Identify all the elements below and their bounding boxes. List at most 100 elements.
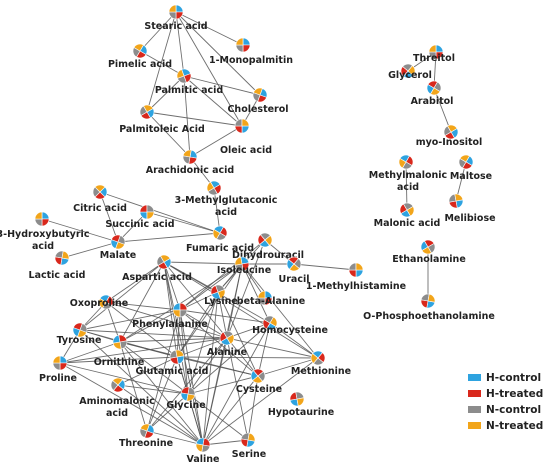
node-malonic[interactable]: Malonic acid xyxy=(374,202,441,229)
pie-slice xyxy=(146,211,155,220)
node-palmitic[interactable]: Palmitic acid xyxy=(155,68,223,96)
node-lysine[interactable]: Lysine xyxy=(204,284,238,307)
node-lactic[interactable]: Lactic acid xyxy=(29,250,86,281)
node-cholesterol[interactable]: Cholesterol xyxy=(227,87,289,115)
node-isoleucine[interactable]: Isoleucine xyxy=(217,256,271,276)
node-label: Pimelic acid xyxy=(108,59,172,70)
pie-slice xyxy=(186,393,196,402)
node-fumaric[interactable]: Fumaric acid xyxy=(186,225,254,254)
node-phenylalanine[interactable]: Phenylalanine xyxy=(132,302,208,330)
node-methionine[interactable]: Methionine xyxy=(291,350,351,377)
node-uracil[interactable]: Uracil xyxy=(279,256,310,285)
node-label: O-Phosphoethanolamine xyxy=(363,311,495,322)
node-hypotaurine[interactable]: Hypotaurine xyxy=(268,391,334,418)
node-citric[interactable]: Citric acid xyxy=(73,184,127,214)
edge-hydroxybut-malate xyxy=(41,218,119,243)
pie-slice xyxy=(247,432,256,442)
edge-isoleucine-phenylalanine xyxy=(179,263,243,311)
node-ethanolamine[interactable]: Ethanolamine xyxy=(392,239,466,265)
node-oxoproline[interactable]: Oxoproline xyxy=(70,294,128,310)
node-betaalanine[interactable]: beta-Alanine xyxy=(237,290,305,307)
node-alanine[interactable]: Alanine xyxy=(207,330,247,358)
node-homocysteine[interactable]: Homocysteine xyxy=(252,315,328,336)
edge-isoleucine-glutamic xyxy=(176,263,243,358)
node-threonine[interactable]: Threonine xyxy=(119,423,173,449)
node-label: acid xyxy=(32,241,54,252)
node-pimelic[interactable]: Pimelic acid xyxy=(108,43,172,70)
edge-oleic-arachidonic xyxy=(189,125,243,158)
edge-aspartic-glycine xyxy=(163,261,189,395)
node-serine[interactable]: Serine xyxy=(232,432,266,460)
edge-palmitoleic-oleic xyxy=(146,111,243,127)
pie-slice xyxy=(175,349,185,358)
node-dihydrouracil[interactable]: Dihydrouracil xyxy=(232,232,304,261)
node-ophospho[interactable]: O-Phosphoethanolamine xyxy=(363,293,495,322)
edge-glycine-aminomalonic xyxy=(117,384,189,395)
node-palmitoleic[interactable]: Palmitoleic Acid xyxy=(119,104,205,135)
node-label: Fumaric acid xyxy=(186,243,254,254)
pie-slice xyxy=(94,184,106,193)
node-glycerol[interactable]: Glycerol xyxy=(388,63,432,81)
edge-alanine-glycine xyxy=(187,337,228,395)
node-arabitol[interactable]: Arabitol xyxy=(411,80,454,107)
edge-cysteine-serine xyxy=(247,375,259,441)
edge-phenylalanine-threonine xyxy=(146,309,181,432)
edge-aspartic-ornithine xyxy=(119,261,165,343)
edge-homocysteine-cysteine xyxy=(257,322,271,377)
node-malate[interactable]: Malate xyxy=(100,234,137,261)
pie-slice xyxy=(41,218,50,227)
node-stearic[interactable]: Stearic acid xyxy=(144,4,208,32)
edge-palmitoleic-arachidonic xyxy=(146,111,191,158)
edge-palmitic-arachidonic xyxy=(183,75,191,158)
pie-slice xyxy=(112,341,122,350)
node-monopalmitin[interactable]: 1-Monopalmitin xyxy=(209,37,293,66)
node-label: acid xyxy=(397,182,419,193)
node-glutamic[interactable]: Glutamic acid xyxy=(136,349,209,377)
node-tyrosine[interactable]: Tyrosine xyxy=(57,322,102,346)
pie-slice xyxy=(234,118,243,127)
pie-slice xyxy=(242,37,251,46)
node-label: Maltose xyxy=(450,171,492,182)
pie-slice xyxy=(348,262,357,271)
node-threitol[interactable]: Threitol xyxy=(413,44,455,64)
pie-slice xyxy=(217,289,226,299)
edge-succinic-fumaric xyxy=(146,211,221,234)
node-glycine[interactable]: Glycine xyxy=(166,386,206,411)
node-methylhistamine[interactable]: 1-Methylhistamine xyxy=(306,262,406,292)
node-label: 3-Hydroxybutyric xyxy=(0,229,89,240)
edge-lactic-malate xyxy=(61,241,119,259)
node-label: Glycine xyxy=(166,400,205,411)
edge-lysine-valine xyxy=(202,291,219,446)
edge-aspartic-isoleucine xyxy=(163,261,243,265)
node-oleic[interactable]: Oleic acid xyxy=(220,118,272,156)
edge-phenylalanine-alanine xyxy=(179,309,228,339)
pie-slice xyxy=(241,125,250,134)
node-valine[interactable]: Valine xyxy=(187,437,220,465)
edge-aspartic-alanine xyxy=(163,261,228,339)
node-melibiose[interactable]: Melibiose xyxy=(444,193,496,224)
node-label: Lactic acid xyxy=(29,270,86,281)
node-ornithine[interactable]: Ornithine xyxy=(94,334,145,368)
node-succinic[interactable]: Succinic acid xyxy=(105,204,175,230)
pie-slice xyxy=(355,269,364,278)
node-myoinositol[interactable]: myo-Inositol xyxy=(416,124,483,148)
node-label: Threonine xyxy=(119,438,173,449)
edge-palmitic-oleic xyxy=(183,75,243,127)
pie-slice xyxy=(430,87,441,96)
node-label: acid xyxy=(106,408,128,419)
edge-fumaric-malate xyxy=(117,232,221,243)
node-label: Oxoproline xyxy=(70,298,128,309)
node-aspartic[interactable]: Aspartic acid xyxy=(122,254,192,283)
pie-slice xyxy=(168,4,177,13)
node-maltose[interactable]: Maltose xyxy=(450,154,492,182)
pie-slice xyxy=(398,158,407,169)
node-proline[interactable]: Proline xyxy=(39,355,77,384)
pie-slice xyxy=(407,65,416,76)
node-cysteine[interactable]: Cysteine xyxy=(236,368,282,395)
node-arachidonic[interactable]: Arachidonic acid xyxy=(146,149,234,176)
edge-valine-serine xyxy=(202,439,249,446)
